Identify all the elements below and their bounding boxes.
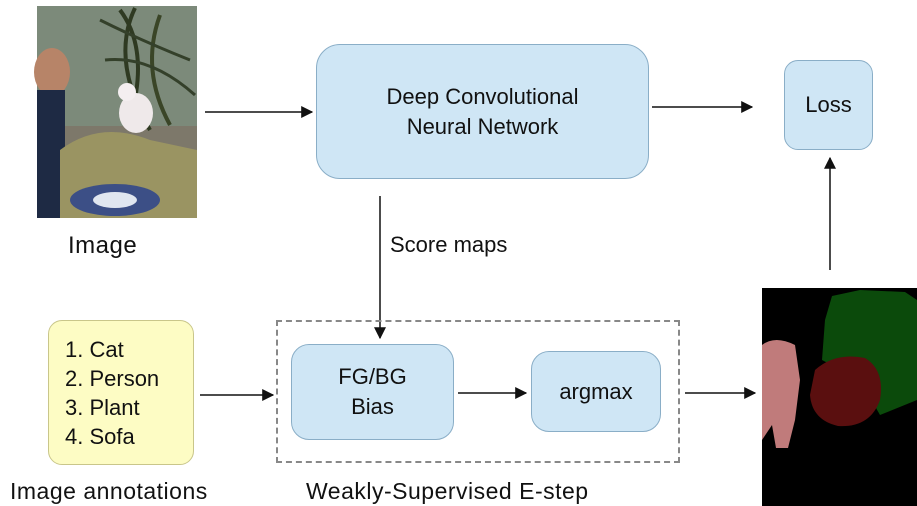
score-maps-label: Score maps: [390, 232, 508, 257]
annotation-item: 4. Sofa: [65, 424, 135, 449]
dcnn-line2: Neural Network: [406, 113, 559, 139]
argmax-box: argmax: [531, 351, 661, 432]
fgbg-box: FG/BG Bias: [291, 344, 454, 440]
estep-caption: Weakly-Supervised E-step: [306, 478, 589, 504]
image-annotations-caption: Image annotations: [10, 478, 208, 504]
dcnn-line1: Deep Convolutional: [386, 83, 579, 109]
image-annotations-box: 1. Cat 2. Person 3. Plant 4. Sofa: [48, 320, 194, 465]
annotation-item: 3. Plant: [65, 395, 140, 420]
input-photo: [34, 6, 197, 218]
dcnn-box: Deep Convolutional Neural Network: [316, 44, 649, 179]
fgbg-line2: Bias: [351, 394, 394, 419]
annotation-item: 2. Person: [65, 366, 160, 391]
fgbg-line1: FG/BG: [338, 364, 407, 389]
loss-box: Loss: [784, 60, 873, 150]
estep-dashed-frame: [276, 320, 680, 463]
image-label: Image: [68, 232, 138, 259]
segmentation-output: [762, 288, 917, 506]
annotation-item: 1. Cat: [65, 337, 124, 362]
